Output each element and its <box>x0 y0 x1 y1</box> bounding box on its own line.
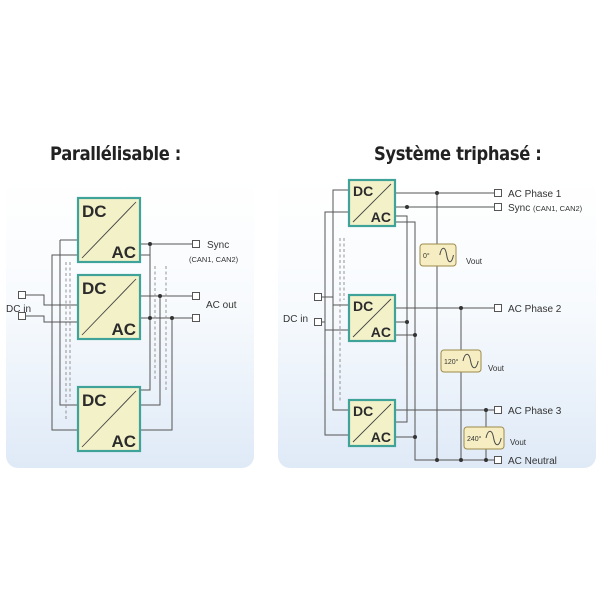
sync-riser-3ph <box>395 215 408 423</box>
phase-0-indicator: 0° Vout <box>419 243 483 267</box>
converter-ac-label: AC <box>371 324 391 340</box>
terminal <box>192 314 200 322</box>
converter-diagonal <box>352 298 392 338</box>
terminal <box>494 203 502 211</box>
converter-dc-label: DC <box>82 391 107 410</box>
neutral-top <box>395 221 416 335</box>
ac-neutral-label: AC Neutral <box>508 456 557 467</box>
converter-dc-label: DC <box>353 403 373 419</box>
phase-box <box>463 426 505 450</box>
sine-wave-icon <box>485 430 502 446</box>
neutral-bus <box>395 334 498 461</box>
converter-1: DC AC <box>76 196 142 264</box>
phase-120-indicator: 120° Vout <box>440 349 505 373</box>
converter-ac-label: AC <box>111 432 136 451</box>
junction-dot <box>459 306 463 310</box>
converter-diagonal <box>81 201 137 259</box>
converter-ac-label: AC <box>371 209 391 225</box>
junction-dot <box>170 316 174 320</box>
dc-in-label: DC in <box>6 304 31 315</box>
phase-box <box>440 349 482 373</box>
sync-sub-label: (CAN1, CAN2) <box>189 255 239 264</box>
sine-wave-icon <box>462 353 479 369</box>
sync-riser <box>140 244 151 391</box>
converter-dc-label: DC <box>82 202 107 221</box>
vout-label: Vout <box>466 257 483 266</box>
ac-phase-1-label: AC Phase 1 <box>508 189 562 200</box>
terminal <box>494 189 502 197</box>
phase-angle: 0° <box>423 252 430 260</box>
sync-label: Sync <box>207 240 229 251</box>
sync-label-3ph: Sync <box>508 203 530 214</box>
ac-phase-2-label: AC Phase 2 <box>508 304 562 315</box>
junction-dot <box>413 333 417 337</box>
terminal <box>314 293 322 301</box>
converter-dc-label: DC <box>353 183 373 199</box>
converter-phase-2: DC AC <box>347 293 397 343</box>
phase-angle: 240° <box>467 435 482 443</box>
vout-label: Vout <box>488 364 505 373</box>
junction-dot <box>158 294 162 298</box>
junction-dot <box>484 458 488 462</box>
junction-dot <box>405 320 409 324</box>
junction-dot <box>459 458 463 462</box>
converter-diagonal <box>352 403 392 443</box>
converter-dc-label: DC <box>82 279 107 298</box>
vout-label: Vout <box>510 438 527 447</box>
converter-dc-label: DC <box>353 298 373 314</box>
ac-out-label: AC out <box>206 300 237 311</box>
phase-angle: 120° <box>444 358 459 366</box>
dc-bus-negative <box>22 315 78 431</box>
converter-3: DC AC <box>76 385 142 453</box>
junction-dot <box>405 205 409 209</box>
sine-wave-icon <box>439 247 454 263</box>
junction-dot <box>148 242 152 246</box>
phase-box <box>419 243 457 267</box>
junction-dot <box>484 408 488 412</box>
converter-ac-label: AC <box>371 429 391 445</box>
junction-dot <box>435 191 439 195</box>
dc-bus-positive-lower <box>332 297 349 411</box>
converter-ac-label: AC <box>111 320 136 339</box>
dc-bus-negative-upper <box>324 211 349 322</box>
converter-ac-label: AC <box>111 243 136 262</box>
terminal <box>494 456 502 464</box>
terminal <box>494 304 502 312</box>
converter-phase-3: DC AC <box>347 398 397 448</box>
converter-diagonal <box>81 278 137 336</box>
terminal <box>192 240 200 248</box>
converter-diagonal <box>352 183 392 223</box>
ac-phase-3-label: AC Phase 3 <box>508 406 562 417</box>
ac-phase-riser <box>140 296 161 406</box>
phase-240-indicator: 240° Vout <box>463 426 527 450</box>
converter-2: DC AC <box>76 273 142 341</box>
dc-in-label-3ph: DC in <box>283 314 308 325</box>
three-phase-title: Système triphasé : <box>374 143 542 165</box>
dc-bus-negative-riser <box>51 254 78 322</box>
sync-sub-label-3ph: (CAN1, CAN2) <box>533 204 583 213</box>
ac-neutral-riser <box>140 318 173 431</box>
converter-diagonal <box>81 390 137 448</box>
terminal <box>192 292 200 300</box>
terminal <box>18 291 26 299</box>
converter-phase-1: DC AC <box>347 178 397 228</box>
parallel-title: Parallélisable : <box>50 143 181 165</box>
junction-dot <box>148 316 152 320</box>
junction-dot <box>435 458 439 462</box>
terminal <box>18 312 26 320</box>
terminal <box>494 406 502 414</box>
terminal <box>314 318 322 326</box>
junction-dot <box>413 435 417 439</box>
